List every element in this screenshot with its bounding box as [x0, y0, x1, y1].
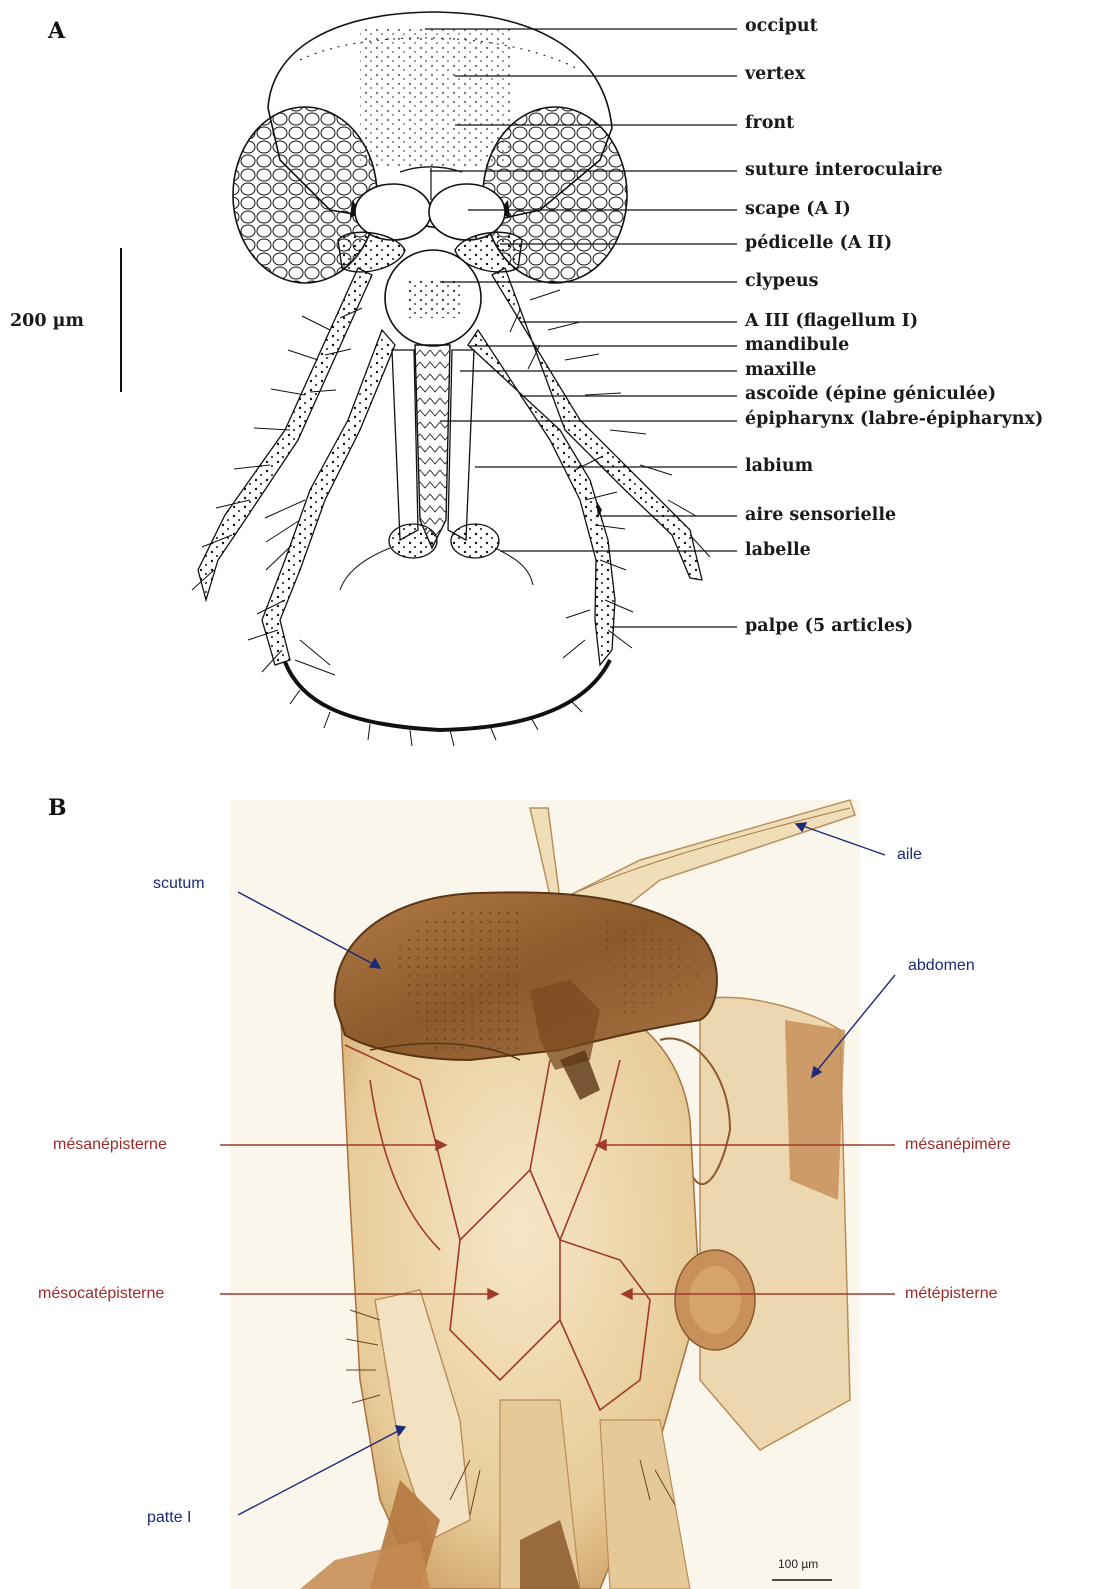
label-metepisterne: métépisterne [905, 1286, 998, 1302]
scale-bar-b-label: 100 µm [778, 1558, 818, 1570]
label-mesanepimere: mésanépimère [905, 1137, 1011, 1153]
label-abdomen: abdomen [908, 958, 975, 974]
label-mesanepisterne: mésanépisterne [53, 1137, 167, 1153]
label-aile: aile [897, 847, 922, 863]
label-patte-i: patte I [147, 1510, 191, 1526]
label-mesocatepisterne: mésocatépisterne [38, 1286, 164, 1302]
label-scutum: scutum [153, 876, 205, 892]
